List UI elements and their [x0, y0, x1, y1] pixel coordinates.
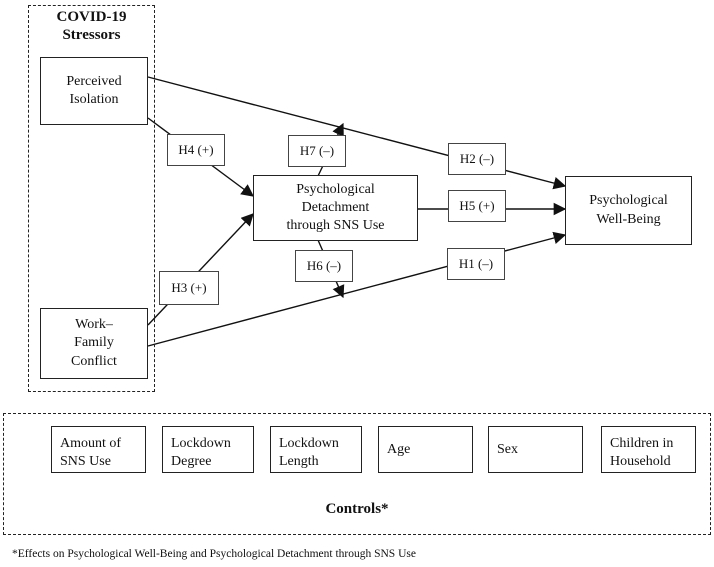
- work-family-conflict-box: Work– Family Conflict: [40, 308, 148, 379]
- control-sex: Sex: [488, 426, 583, 473]
- control-lockdown-degree: Lockdown Degree: [162, 426, 254, 473]
- h6-label: H6 (–): [295, 250, 353, 282]
- controls-group: [3, 413, 711, 535]
- stressors-title: COVID-19 Stressors: [56, 9, 127, 43]
- h2-label: H2 (–): [448, 143, 506, 175]
- stressors-group: [28, 5, 155, 392]
- control-children-household: Children in Household: [601, 426, 696, 473]
- psychological-detachment-box: Psychological Detachment through SNS Use: [253, 175, 418, 241]
- footnote: *Effects on Psychological Well-Being and…: [12, 548, 416, 560]
- perceived-isolation-box: Perceived Isolation: [40, 57, 148, 125]
- path-h3: [147, 213, 254, 326]
- h3-label: H3 (+): [159, 271, 219, 305]
- controls-title: Controls*: [325, 501, 389, 517]
- h5-label: H5 (+): [448, 190, 506, 222]
- control-lockdown-length: Lockdown Length: [270, 426, 362, 473]
- h7-label: H7 (–): [288, 135, 346, 167]
- psychological-well-being-box: Psychological Well-Being: [565, 176, 692, 245]
- control-amount-sns-use: Amount of SNS Use: [51, 426, 146, 473]
- h1-label: H1 (–): [447, 248, 505, 280]
- h4-label: H4 (+): [167, 134, 225, 166]
- control-age: Age: [378, 426, 473, 473]
